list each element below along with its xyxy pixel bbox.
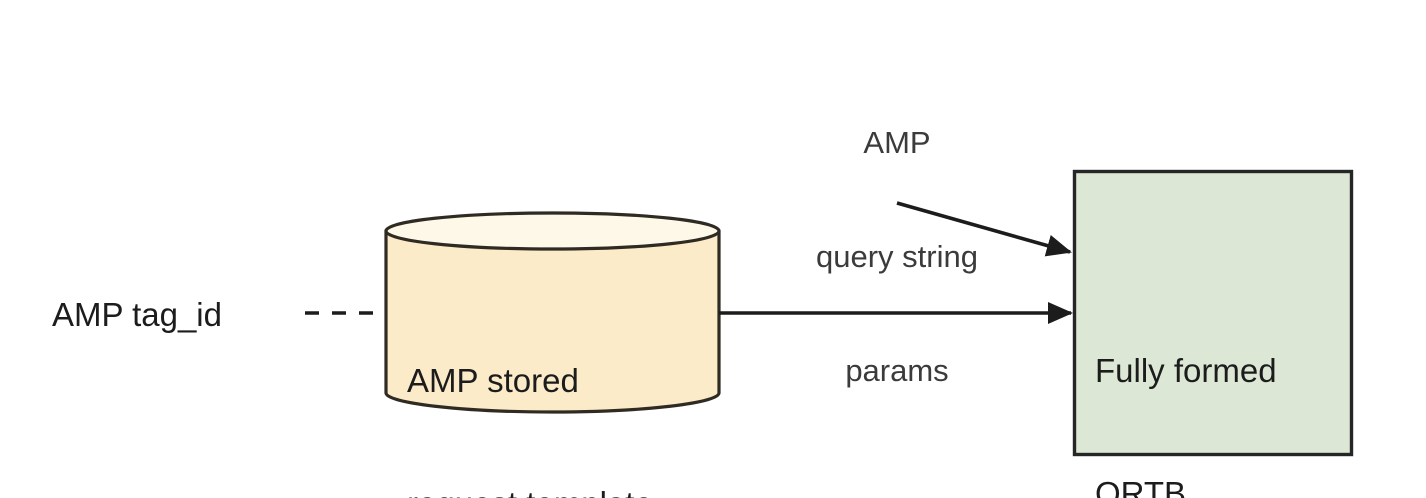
ortb-box-shape [1072, 169, 1354, 457]
query-params-text-block: AMP query string params [757, 48, 1037, 466]
cylinder-label-line-2: request template [407, 483, 653, 498]
amp-tag-id-label: AMP tag_id [52, 296, 222, 333]
ortb-text-block: Fully formed ORTB [1095, 268, 1277, 498]
cylinder-body [384, 229, 721, 414]
ortb-label-line-2: ORTB [1095, 475, 1187, 498]
cylinder-top-ellipse [384, 211, 721, 251]
cylinder-text-block: AMP stored request template [407, 278, 653, 498]
cylinder-label-line-1: AMP stored [407, 362, 579, 399]
ortb-label-line-1: Fully formed [1095, 352, 1277, 389]
query-params-line-2: query string [816, 239, 978, 274]
query-params-line-1: AMP [863, 125, 931, 160]
edge-params-to-ortb [896, 201, 1072, 257]
query-params-line-3: params [845, 353, 949, 388]
